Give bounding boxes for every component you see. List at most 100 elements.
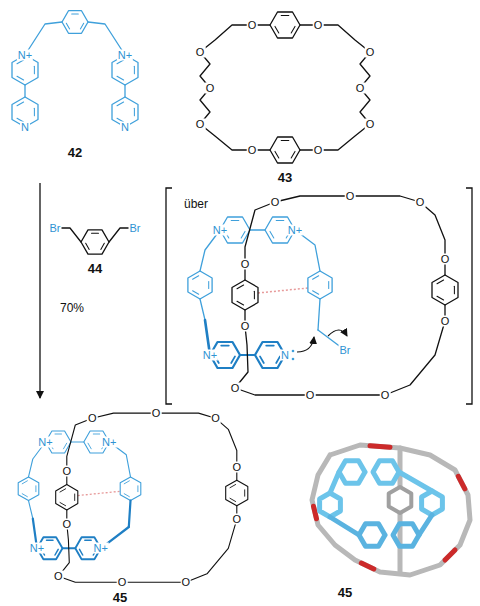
bond xyxy=(276,220,284,221)
bond xyxy=(55,549,58,555)
bond xyxy=(313,276,319,280)
bond xyxy=(244,490,245,496)
bond xyxy=(22,481,27,484)
atom-label: N+ xyxy=(202,350,218,361)
bond xyxy=(124,85,125,97)
bond xyxy=(29,501,33,519)
reaction-arrow xyxy=(39,183,40,398)
atom-label: N+ xyxy=(117,50,133,61)
atom-label: O xyxy=(365,119,376,130)
bond xyxy=(389,487,412,513)
bond xyxy=(320,493,341,517)
scheme-text: über xyxy=(183,198,209,210)
bond xyxy=(85,540,91,541)
bond xyxy=(188,271,212,299)
compound-number: 45 xyxy=(112,591,128,604)
bond xyxy=(260,356,264,363)
bond xyxy=(34,108,35,116)
bond xyxy=(339,461,365,484)
atom-label: N+ xyxy=(17,50,33,61)
bond xyxy=(312,445,470,575)
atom-label: O xyxy=(365,47,376,58)
atom-label: O xyxy=(440,254,451,265)
bond xyxy=(86,243,90,249)
bond xyxy=(35,486,36,492)
atom-label: O xyxy=(205,83,216,94)
bond xyxy=(361,563,374,569)
bond xyxy=(137,486,138,492)
lone-pair-dot xyxy=(292,358,295,361)
bond xyxy=(66,23,69,29)
atom-label: N+ xyxy=(37,437,53,448)
bond xyxy=(47,540,54,541)
atom-label: O xyxy=(195,47,206,58)
bond xyxy=(193,291,199,295)
bond xyxy=(18,477,39,501)
bond xyxy=(241,231,245,238)
bond xyxy=(93,434,99,435)
bond xyxy=(314,506,317,519)
atom-label: O xyxy=(355,83,366,94)
atom-label: N+ xyxy=(101,437,117,448)
bond xyxy=(74,494,75,501)
bond xyxy=(437,296,444,300)
bond xyxy=(17,76,24,80)
atom-label: O xyxy=(247,145,258,156)
compound-number: 44 xyxy=(87,262,103,275)
atom-label: N+ xyxy=(287,225,303,236)
bond xyxy=(22,494,27,497)
bond xyxy=(129,501,131,527)
bond xyxy=(92,233,99,234)
bond xyxy=(17,102,24,106)
curly-arrow xyxy=(297,337,314,352)
bond xyxy=(330,517,359,535)
bond xyxy=(422,491,443,515)
atom-label: O xyxy=(313,145,324,156)
atom-label: N xyxy=(20,122,30,133)
bond xyxy=(80,23,83,29)
bond xyxy=(34,66,35,74)
compound-number: 45 xyxy=(337,586,353,599)
atom-label: O xyxy=(305,390,316,401)
bond xyxy=(117,102,124,106)
atom-label: O xyxy=(440,316,451,327)
compound-number: 43 xyxy=(277,171,293,184)
bond xyxy=(200,299,205,320)
atom-label: O xyxy=(53,571,64,582)
bond xyxy=(291,26,295,33)
bond xyxy=(281,140,289,141)
bond xyxy=(120,477,141,501)
bond xyxy=(393,524,419,547)
atom-label: O xyxy=(181,577,192,588)
bond xyxy=(231,220,239,221)
bond xyxy=(80,549,83,555)
bond xyxy=(270,231,274,238)
atom-label: O xyxy=(270,197,281,208)
bond xyxy=(62,11,88,34)
bond xyxy=(124,481,129,484)
atom-label: O xyxy=(210,413,221,424)
atom-label: O xyxy=(87,413,98,424)
bond xyxy=(266,345,274,347)
atom-label: O xyxy=(415,197,426,208)
atom-label: O xyxy=(313,20,324,31)
bond xyxy=(250,229,265,230)
bond xyxy=(295,230,320,271)
atom-label: N xyxy=(280,350,290,361)
atom-label: O xyxy=(117,577,128,588)
atom-label: O xyxy=(232,461,243,472)
bond xyxy=(308,271,332,299)
bond xyxy=(200,230,220,271)
bond xyxy=(235,305,445,395)
bond xyxy=(318,299,320,330)
bond xyxy=(330,472,339,493)
scheme-text: 70% xyxy=(59,302,85,314)
bond xyxy=(445,550,455,560)
bond xyxy=(60,489,66,492)
bond xyxy=(221,345,229,347)
bond xyxy=(200,25,270,150)
atom-label: Br xyxy=(49,223,62,234)
stacking-contact xyxy=(78,491,121,495)
bond xyxy=(231,356,235,363)
